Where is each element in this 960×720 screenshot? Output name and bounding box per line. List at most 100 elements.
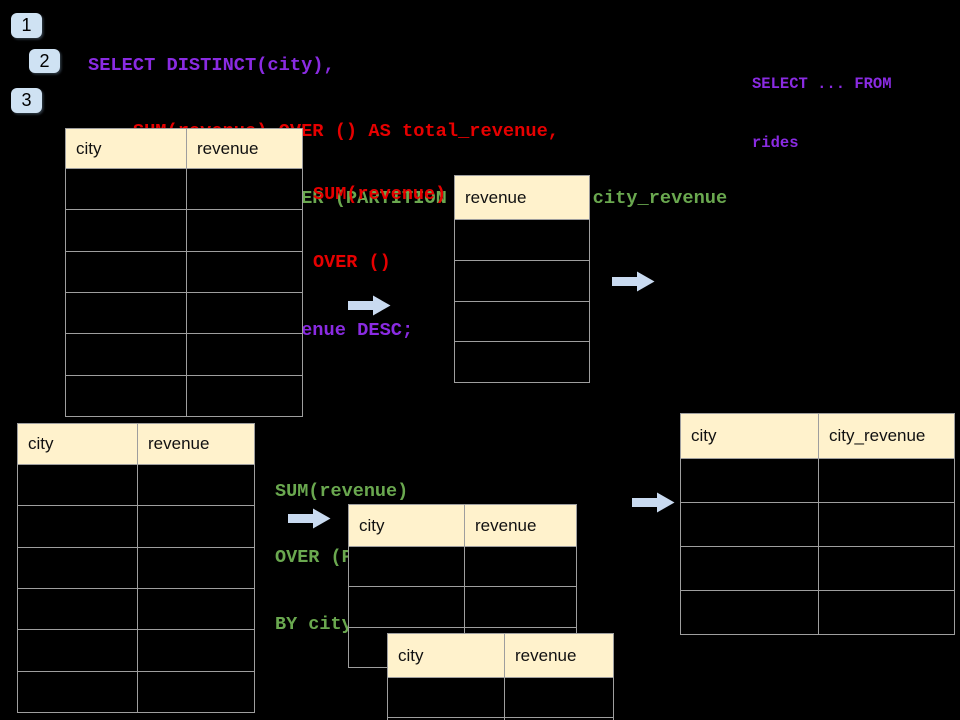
step-badge-3: 3 [11,88,42,113]
column-header-city: city [359,515,385,535]
table-cell [681,547,818,590]
table-cell [18,589,137,629]
column-header-city-revenue: city_revenue [818,414,954,458]
annotation-line: SUM(revenue) [275,480,409,502]
table-header-row: city revenue [66,129,302,169]
table-cell [186,251,302,292]
step-badge-2: 2 [29,49,60,73]
table-cell [186,169,302,210]
table-cell [504,678,613,717]
table-cell [681,459,818,502]
table-row [681,459,954,502]
side-note-line: rides [752,133,799,152]
column-header-city: city [76,138,102,158]
table-header-row: city revenue [18,424,254,465]
table-partition-front: city revenue [387,633,614,720]
table-body [455,220,589,382]
table-row [349,547,576,587]
column-header-revenue: revenue [137,424,254,464]
table-body [18,465,254,712]
table-row [455,220,589,260]
table-cell [186,375,302,416]
table-cell [186,334,302,375]
arrow-right-icon [612,271,655,292]
table-cell [137,547,254,588]
column-header-revenue: revenue [504,634,613,677]
table-body [681,459,954,634]
table-cell [504,718,613,720]
table-cell [818,503,954,546]
table-body [388,678,613,720]
table-row [18,546,254,588]
table-cell [18,630,137,670]
table-cell [137,506,254,547]
table-cell [455,261,589,301]
table-row [66,374,302,416]
table-cell [349,587,464,626]
table-row [66,169,302,210]
step-badge-1: 1 [11,13,42,38]
table-cell [137,671,254,712]
table-city-revenue-result: city city_revenue [680,413,955,635]
table-row [66,333,302,375]
table-cell [818,591,954,634]
table-cell [464,587,576,627]
side-note: SELECT ... FROM rides [752,36,892,192]
step-badge-label: 1 [21,15,32,35]
table-row [455,259,589,301]
table-row [18,465,254,506]
table-cell [455,342,589,382]
table-cell [66,252,186,292]
table-cell [681,591,818,634]
table-cell [137,630,254,671]
table-row [455,300,589,342]
table-row [349,586,576,627]
table-body [66,169,302,416]
column-header-city: city [28,434,54,453]
table-cell [455,302,589,342]
table-total-revenue-result: revenue [454,175,590,383]
table-cell [818,459,954,502]
table-cell [18,465,137,505]
table-cell [388,678,504,717]
step-badge-label: 3 [21,90,32,110]
table-cell [681,503,818,546]
table-rides-source-2: city revenue [17,423,255,713]
table-row [388,717,613,720]
arrow-right-icon [632,492,675,513]
table-cell [455,220,589,260]
table-row [18,587,254,630]
table-cell [137,588,254,630]
table-row [681,546,954,590]
table-cell [186,292,302,334]
table-cell [349,547,464,586]
annotation-total-revenue: SUM(revenue) OVER () [313,139,446,319]
table-cell [18,548,137,588]
table-header-row: city revenue [349,505,576,547]
column-header-city: city [398,645,424,665]
column-header-city: city [691,426,717,445]
table-row [66,291,302,334]
table-cell [66,169,186,209]
table-cell [66,334,186,374]
table-rides-source: city revenue [65,128,303,417]
table-cell [66,293,186,333]
column-header-revenue: revenue [465,187,527,207]
sql-line: SELECT DISTINCT(city), [88,54,335,77]
table-row [681,590,954,634]
table-header-row: revenue [455,176,589,220]
table-header-row: city revenue [388,634,613,678]
table-cell [464,547,576,587]
side-note-line: SELECT ... FROM [752,75,892,93]
step-badge-label: 2 [39,50,50,71]
arrow-right-icon [288,508,331,529]
table-row [455,341,589,382]
table-cell [186,210,302,251]
table-row [18,505,254,547]
table-row [66,250,302,292]
table-cell [18,506,137,546]
annotation-line: SUM(revenue) [313,184,447,205]
table-row [66,209,302,251]
table-row [388,678,613,717]
